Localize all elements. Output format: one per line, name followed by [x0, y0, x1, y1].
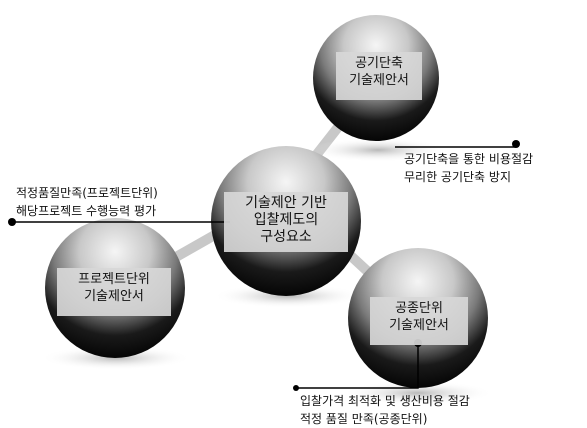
- pointer-line-trade: [296, 343, 419, 389]
- pointer-dot-schedule: [512, 140, 520, 148]
- node-schedule-line1: 공기단축: [355, 56, 403, 71]
- pointer-dot-project: [8, 218, 16, 226]
- note-schedule-line1: 공기단축을 통한 비용절감: [404, 152, 534, 166]
- node-label-project: 프로젝트단위 기술제안서: [57, 268, 171, 316]
- node-label-center: 기술제안 기반 입찰제도의 구성요소: [224, 192, 348, 252]
- note-project: 적정품질만족(프로젝트단위) 해당프로젝트 수행능력 평가: [16, 184, 158, 220]
- node-trade-line1: 공종단위: [395, 301, 443, 316]
- note-trade-line1: 입찰가격 최적화 및 생산비용 절감: [300, 394, 470, 408]
- sphere-shadow: [213, 284, 363, 308]
- note-project-line1: 적정품질만족(프로젝트단위): [16, 186, 158, 200]
- node-project-line1: 프로젝트단위: [78, 272, 150, 287]
- sphere-shadow: [343, 381, 493, 405]
- note-schedule: 공기단축을 통한 비용절감 무리한 공기단축 방지: [404, 150, 533, 186]
- node-center-line3: 구성요소: [260, 229, 312, 245]
- node-label-schedule: 공기단축 기술제안서: [336, 52, 422, 100]
- node-project-line2: 기술제안서: [84, 289, 144, 304]
- node-trade-line2: 기술제안서: [389, 318, 449, 333]
- note-project-line2: 해당프로젝트 수행능력 평가: [16, 204, 157, 218]
- node-center-line2: 입찰제도의: [253, 212, 319, 228]
- sphere-shadow: [41, 346, 191, 370]
- note-schedule-line2: 무리한 공기단축 방지: [404, 170, 511, 184]
- sphere-shadow: [308, 138, 448, 162]
- node-center-line1: 기술제안 기반: [245, 195, 327, 211]
- note-trade-line2: 적정 품질 만족(공종단위): [300, 412, 428, 426]
- node-label-trade: 공종단위 기술제안서: [370, 297, 468, 345]
- pointer-dot-trade-end: [293, 385, 299, 391]
- node-schedule-line2: 기술제안서: [349, 73, 409, 88]
- note-trade: 입찰가격 최적화 및 생산비용 절감 적정 품질 만족(공종단위): [300, 392, 470, 428]
